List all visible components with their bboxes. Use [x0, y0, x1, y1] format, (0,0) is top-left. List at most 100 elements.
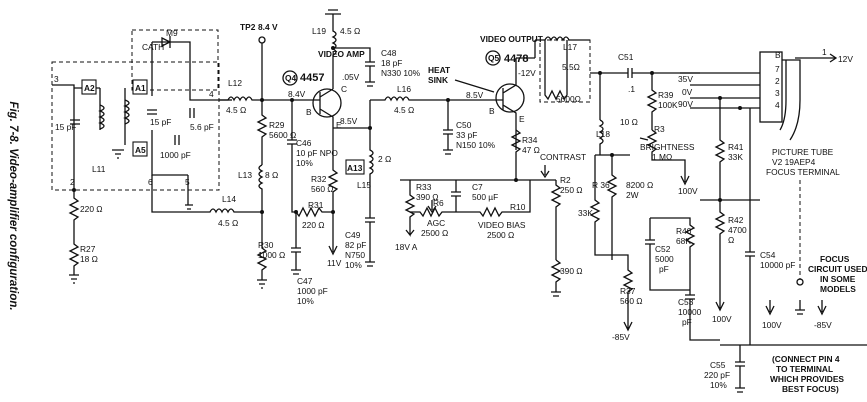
r3-value: 1 MΩ — [652, 152, 672, 162]
l16-label: L16 — [397, 84, 411, 94]
sink-label: SINK — [428, 75, 448, 85]
c54-value: 10000 pF — [760, 260, 795, 270]
focus-note-line-3: IN SOME — [820, 274, 856, 284]
r36-value: 8200 Ω — [626, 180, 653, 190]
node-5: 5 — [185, 177, 190, 187]
q4-emitter-voltage: 8.5V — [340, 116, 358, 126]
input-resistors: 220 Ω R27 18 Ω — [68, 188, 103, 284]
focus-note-line-1: FOCUS — [820, 254, 850, 264]
c49-temp: N750 — [345, 250, 365, 260]
q4-output-network: A13 2 Ω L15 C49 82 pF N750 10% L16 4.5 Ω — [333, 84, 466, 270]
r10-label: R10 — [510, 202, 526, 212]
c15pf-b-label: 15 pF — [150, 117, 171, 127]
q4-collector-pin: C — [341, 84, 347, 94]
module-a5 — [132, 141, 148, 157]
r40-value: 68K — [676, 236, 691, 246]
r27-label: R27 — [80, 244, 96, 254]
r29-label: R29 — [269, 120, 285, 130]
l15-value: 2 Ω — [378, 154, 391, 164]
l13-value: 8 Ω — [265, 170, 278, 180]
c50-value: 33 pF — [456, 130, 477, 140]
r29-value: 5600 Ω — [269, 130, 296, 140]
r33k-label: 33K — [578, 208, 593, 218]
tube-pin-3: 3 — [775, 88, 780, 98]
tube-pin-1: 1 — [822, 47, 827, 57]
c48-value: 18 pF — [381, 58, 402, 68]
node-3: 3 — [54, 74, 59, 84]
r42-value: 4700 — [728, 225, 747, 235]
r34-label: R34 — [522, 135, 538, 145]
c48-label: C48 — [381, 48, 397, 58]
cath-label: CATH — [142, 42, 164, 52]
r2-value: 250 Ω — [560, 185, 583, 195]
r39-label: R39 — [658, 90, 674, 100]
heat-label: HEAT — [428, 65, 451, 75]
c52-value: 5000 — [655, 254, 674, 264]
c46-tolerance: 10% — [296, 158, 313, 168]
agc-bias-network: R33 390 Ω 18V A R6 AGC 2500 Ω C7 500 µF … — [395, 152, 586, 297]
r31-label: R31 — [308, 200, 324, 210]
m85-a-label: -85V — [612, 332, 630, 342]
c7-label: C7 — [472, 182, 483, 192]
c51-label: C51 — [618, 52, 634, 62]
l12-value: 4.5 Ω — [226, 105, 246, 115]
c47-label: C47 — [297, 276, 313, 286]
l17-value: 5.5Ω — [562, 62, 580, 72]
tube-pin-7: 7 — [775, 64, 780, 74]
c1000pf-label: 1000 pF — [160, 150, 191, 160]
c56pf-label: 5.6 pF — [190, 122, 214, 132]
l18-label: L18 — [596, 129, 610, 139]
c50-temp: N150 10% — [456, 140, 496, 150]
rail-90v: 90V — [678, 99, 693, 109]
r220-label: 220 Ω — [80, 204, 103, 214]
r33-value: 390 Ω — [416, 192, 439, 202]
q4-emitter-pin: E — [336, 120, 342, 130]
l17-resistor-value: 5600Ω — [556, 94, 581, 104]
q4-emitter-network: C46 10 pF NPO 10% R32 560 Ω R31 220 Ω C4… — [287, 100, 342, 306]
r32-label: R32 — [311, 174, 327, 184]
focus-terminal-label: FOCUS TERMINAL — [766, 167, 840, 177]
c53-label: C53 — [678, 297, 694, 307]
r37-label: R37 — [620, 286, 636, 296]
r41-value: 33K — [728, 152, 743, 162]
q4-video-amp-stage: L12 4.5 Ω TP2 8.4 V B C E VIDEO AMP Q4 4… — [219, 9, 421, 130]
brightness-label: BRIGHTNESS — [640, 142, 695, 152]
rail-35v: 35V — [678, 74, 693, 84]
tp2-label: TP2 — [240, 22, 256, 32]
agc-label: AGC — [427, 218, 445, 228]
q5-ref: Q5 — [488, 53, 500, 63]
focus-circuit-note: 100V -85V FOCUS CIRCUIT USED IN SOME MOD… — [762, 254, 867, 394]
tube-pin-b: B — [775, 50, 781, 60]
q5-collector-voltage: -12V — [518, 68, 536, 78]
l15-label: L15 — [357, 180, 371, 190]
l14-label: L14 — [222, 194, 236, 204]
video-bias-label: VIDEO BIAS — [478, 220, 526, 230]
input-module: A2 A1 A5 CATH M9 3 4 2 6 5 15 pF 15 pF 5… — [51, 28, 232, 210]
r6-label: R6 — [433, 198, 444, 208]
r6-value: 2500 Ω — [421, 228, 448, 238]
module-a13-label: A13 — [347, 163, 363, 173]
c52-unit: pF — [659, 264, 669, 274]
c54-label: C54 — [760, 250, 776, 260]
c53-unit: pF — [682, 317, 692, 327]
c46-label: C46 — [296, 138, 312, 148]
focus-note-line-2: CIRCUIT USED — [808, 264, 867, 274]
module-a2 — [81, 79, 97, 95]
picture-tube-label: PICTURE TUBE — [772, 147, 834, 157]
module-a5-label: A5 — [135, 145, 146, 155]
contrast-label: CONTRAST — [540, 152, 586, 162]
r30-label: R30 — [258, 240, 274, 250]
r40-label: R40 — [676, 226, 692, 236]
c47-value: 1000 pF — [297, 286, 328, 296]
r36-label: R 36 — [592, 180, 610, 190]
node-2: 2 — [70, 177, 75, 187]
c48-tolerance: N330 10% — [381, 68, 421, 78]
l13-label: L13 — [238, 170, 252, 180]
video-output-title: VIDEO OUTPUT — [480, 34, 544, 44]
l14-value: 4.5 Ω — [218, 218, 238, 228]
brightness-network: R39 100K R3 BRIGHTNESS 1 MΩ 100V L18 10 … — [578, 71, 698, 342]
l19-label: L19 — [312, 26, 326, 36]
c53-value: 10000 — [678, 307, 702, 317]
m9-label: M9 — [166, 28, 178, 38]
r39-value: 100K — [658, 100, 678, 110]
